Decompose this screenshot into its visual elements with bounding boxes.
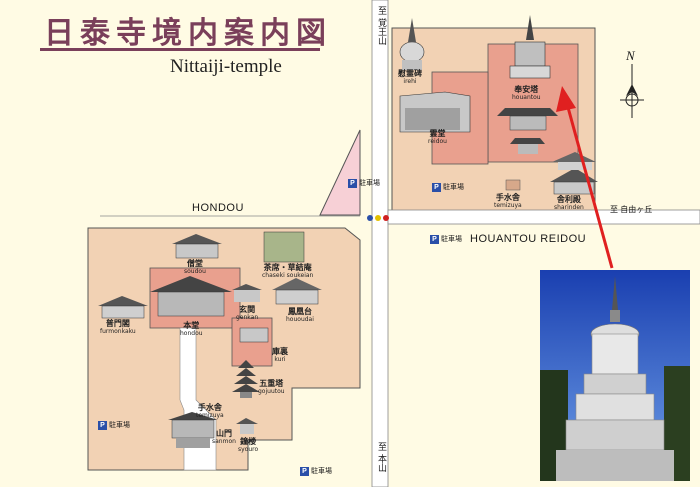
south-destination: 至 本山 [376, 442, 386, 472]
irehi-stupa-icon [399, 18, 425, 70]
houantou-pagoda-icon [509, 15, 551, 79]
parking-icon: P [430, 234, 439, 244]
houantou-photo-image [540, 270, 690, 481]
gojuutou-pagoda-icon [232, 360, 260, 398]
kuri-icon [239, 327, 269, 343]
furmonkaku-icon [98, 296, 148, 319]
temizuya-north-icon [505, 179, 521, 191]
title-rule [40, 48, 320, 51]
north-destination: 至 覚王山 [376, 6, 386, 45]
parking-icon: P [432, 182, 441, 192]
parking-icon: P [300, 466, 309, 476]
hououdai-icon [272, 278, 322, 305]
north-road [371, 0, 389, 487]
sanmon-gate-icon [168, 412, 218, 448]
east-road [387, 209, 700, 225]
soudou-icon [172, 234, 222, 259]
houantou-gate-icon [497, 108, 558, 154]
chaseki-icon [263, 231, 305, 263]
compass-north-label: N [626, 48, 635, 63]
pointer-arrow [564, 99, 614, 269]
houantou-photo [540, 270, 690, 481]
hondou-main-hall-icon [150, 276, 232, 317]
genkan-icon [232, 284, 262, 302]
page-title: 日泰寺境内案内図 [44, 16, 332, 51]
road-label-hondou: HONDOU [192, 202, 244, 214]
parking-icon: P [98, 420, 107, 430]
parking-icon: P [348, 178, 357, 188]
page-subtitle: Nittaiji-temple [170, 56, 282, 77]
east-destination: 至 自由ヶ丘 [610, 205, 653, 214]
shoro-icon [236, 418, 258, 434]
triangle-parking-area [319, 129, 361, 216]
compass-icon [620, 64, 644, 118]
reidou-hall-icon [399, 91, 471, 133]
road-label-hoantou-reidou: HOUANTOU REIDOU [470, 233, 587, 245]
pointer-arrow-head [556, 86, 576, 112]
